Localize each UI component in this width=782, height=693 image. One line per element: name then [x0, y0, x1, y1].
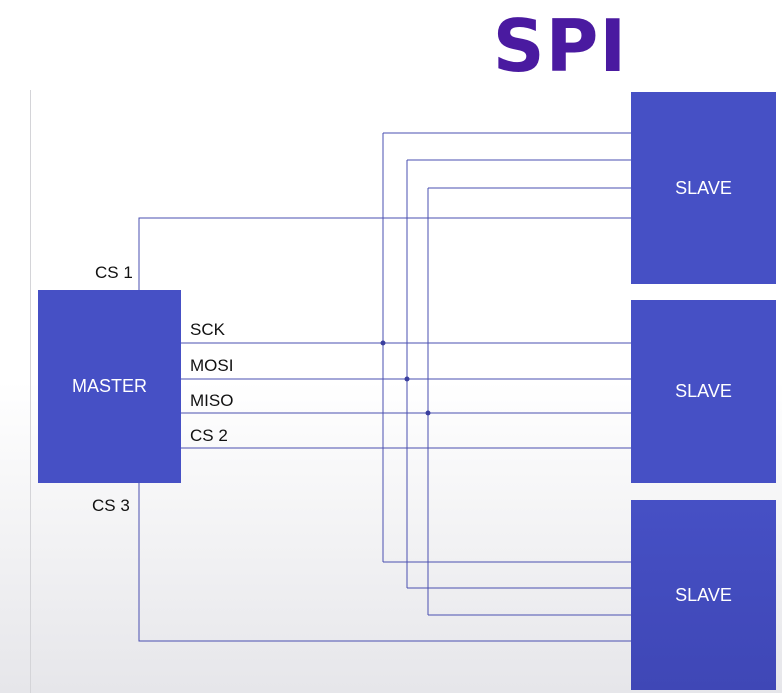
sck-label: SCK: [190, 320, 225, 339]
cs2-label: CS 2: [190, 426, 228, 445]
slave-label-1: SLAVE: [675, 177, 732, 198]
master-block: MASTER: [38, 290, 181, 483]
miso-label: MISO: [190, 391, 234, 410]
miso-junction-dot: [425, 410, 431, 416]
slave-block-3: SLAVE: [631, 500, 776, 690]
page-title: SPI: [492, 4, 628, 88]
cs1-wire: [138, 217, 631, 290]
mosi-junction-dot: [404, 376, 410, 382]
cs3-wire: [138, 483, 631, 642]
left-border-line: [30, 90, 31, 693]
slave-label-3: SLAVE: [675, 584, 732, 605]
slave-block-1: SLAVE: [631, 92, 776, 284]
cs1-label: CS 1: [95, 263, 133, 282]
slave-block-2: SLAVE: [631, 300, 776, 483]
slave-label-2: SLAVE: [675, 381, 732, 401]
sck-junction-dot: [380, 340, 386, 346]
master-label: MASTER: [71, 376, 147, 396]
cs3-label: CS 3: [92, 496, 130, 515]
mosi-label: MOSI: [190, 356, 234, 375]
